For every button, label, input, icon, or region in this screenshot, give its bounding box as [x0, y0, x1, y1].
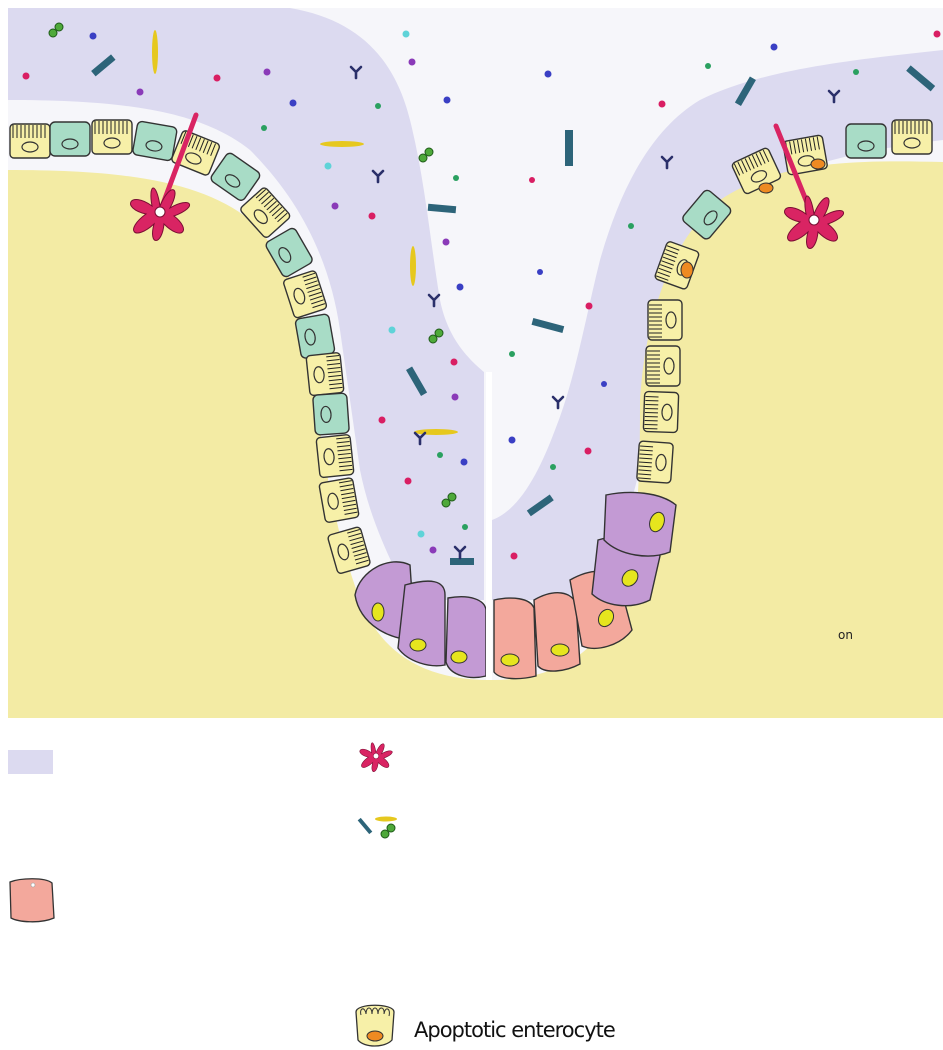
- stray-label: on: [838, 628, 853, 642]
- microbe-icon: [358, 817, 397, 839]
- apoptotic-enterocyte-label: Apoptotic enterocyte: [414, 1018, 615, 1042]
- dendritic-cell-icon: [360, 743, 393, 772]
- apoptotic-enterocyte-icon: [356, 1005, 394, 1046]
- stem-cell-icon: [10, 879, 54, 922]
- mucus-legend-swatch: [8, 750, 53, 774]
